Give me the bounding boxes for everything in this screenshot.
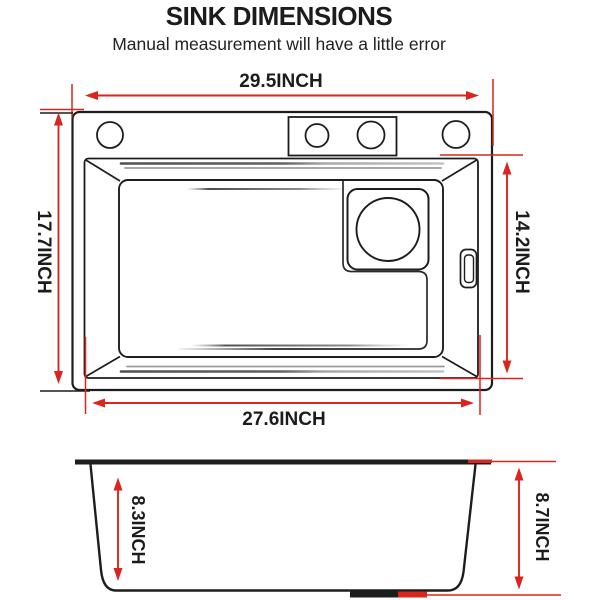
accessory-deck-panel [287, 116, 398, 157]
drain-platform-step [178, 181, 428, 350]
page-title: SINK DIMENSIONS [165, 1, 393, 31]
label-overall-depth: 17.7INCH [33, 210, 54, 294]
dimension-overall-height [514, 467, 524, 590]
deck-hole-medium [356, 120, 386, 150]
side-view-rim-bar [75, 459, 491, 465]
side-view-reference-lines [398, 459, 561, 598]
label-basin-inner-depth: 8.3INCH [128, 495, 148, 565]
basin-corner-bevels [84, 158, 478, 378]
overflow-slot-inner [463, 254, 475, 284]
basin-ledge-outline [83, 157, 479, 379]
label-basin-front-to-back: 14.2INCH [511, 210, 532, 294]
label-basin-width: 27.6INCH [242, 409, 326, 430]
overflow-slot-outer [459, 248, 478, 289]
side-view-drain-fitting [350, 590, 425, 598]
sink-rim-outline [71, 110, 494, 392]
drain-platform [346, 188, 430, 271]
faucet-hole-right [441, 120, 471, 149]
drain-circle [355, 197, 421, 262]
header: SINK DIMENSIONS Manual measurement will … [0, 1, 558, 55]
dimension-overall-width [40, 79, 494, 146]
sink-side-view-drawing [75, 459, 561, 598]
basin-wall-outline [118, 179, 444, 358]
faucet-hole-left [96, 121, 124, 149]
dimension-basin-inner-depth [113, 477, 123, 581]
page-subtitle: Manual measurement will have a little er… [112, 33, 446, 54]
dimension-basin-width [84, 335, 481, 415]
label-overall-height: 8.7INCH [532, 492, 552, 562]
label-overall-width: 29.5INCH [239, 71, 323, 92]
dimension-basin-front-to-back [440, 154, 523, 380]
sink-top-view-drawing [71, 110, 494, 392]
deck-hole-small [304, 123, 330, 148]
dimension-overall-depth [40, 112, 90, 392]
side-view-body-outline [89, 464, 477, 592]
drain-grooves [119, 162, 445, 373]
